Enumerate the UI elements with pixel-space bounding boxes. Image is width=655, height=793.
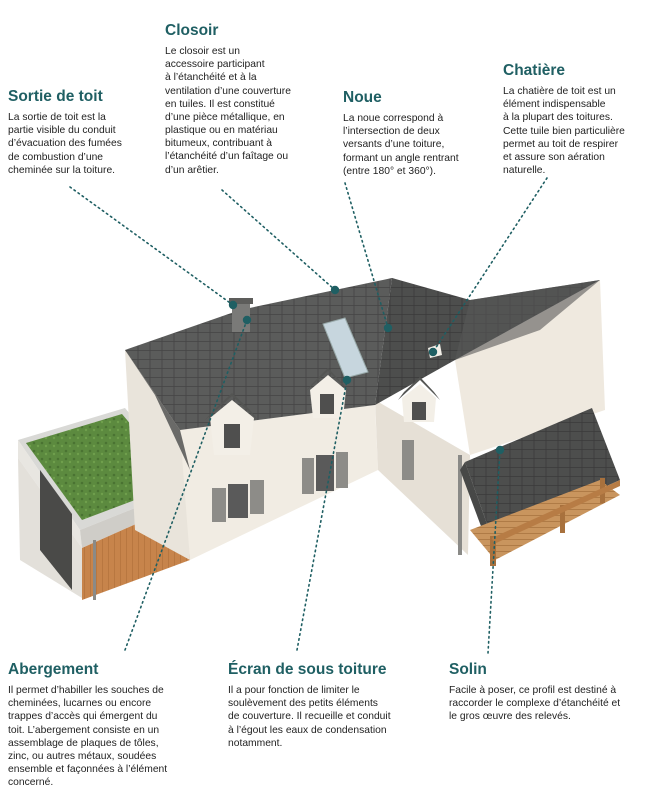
dot-closoir: [330, 285, 340, 295]
dot-abergement: [242, 315, 252, 325]
callout-title: Chatière: [503, 62, 566, 79]
callout-title: Solin: [449, 661, 487, 678]
callout-text: Le closoir est un accessoire participant…: [165, 46, 291, 176]
leader-sortie-de-toit: [69, 186, 234, 306]
callout-abergement: Abergement Il permet d’habiller les souc…: [8, 661, 198, 789]
callout-closoir: Closoir Le closoir est un accessoire par…: [165, 22, 325, 177]
dot-ecran-sous-toiture: [342, 375, 352, 385]
callout-text: La chatière de toit est un élément indis…: [503, 86, 625, 177]
callout-ecran-sous-toiture: Écran de sous toiture Il a pour fonction…: [228, 661, 418, 750]
callout-noue: Noue La noue correspond à l’intersection…: [343, 89, 493, 178]
callout-chatiere: Chatière La chatière de toit est un élém…: [503, 62, 653, 177]
dormers: [205, 368, 440, 455]
callout-title: Sortie de toit: [8, 88, 103, 105]
callout-text: La noue correspond à l’intersection de d…: [343, 113, 459, 177]
callout-text: Il a pour fonction de limiter le soulève…: [228, 685, 391, 749]
callout-title: Écran de sous toiture: [228, 661, 387, 678]
leader-chatiere: [432, 177, 548, 353]
callout-title: Abergement: [8, 661, 99, 678]
leader-noue: [344, 182, 389, 329]
leader-lines: [69, 177, 548, 654]
dot-chatiere: [428, 347, 438, 357]
veranda: [460, 408, 620, 566]
dot-noue: [383, 323, 393, 333]
callout-text: La sortie de toit est la partie visible …: [8, 112, 122, 176]
leader-solin: [487, 449, 501, 654]
callout-title: Closoir: [165, 22, 219, 39]
callout-text: Il permet d’habiller les souches de chem…: [8, 685, 168, 789]
callout-solin: Solin Facile à poser, ce profil est dest…: [449, 661, 649, 724]
callout-title: Noue: [343, 89, 382, 106]
leader-closoir: [221, 189, 336, 291]
leader-ecran-sous-toiture: [296, 379, 348, 651]
dot-solin: [495, 445, 505, 455]
leader-abergement: [124, 319, 248, 651]
dot-sortie-de-toit: [228, 300, 238, 310]
target-dots: [228, 285, 505, 455]
callout-sortie-de-toit: Sortie de toit La sortie de toit est la …: [8, 88, 168, 177]
callout-text: Facile à poser, ce profil est destiné à …: [449, 685, 621, 723]
